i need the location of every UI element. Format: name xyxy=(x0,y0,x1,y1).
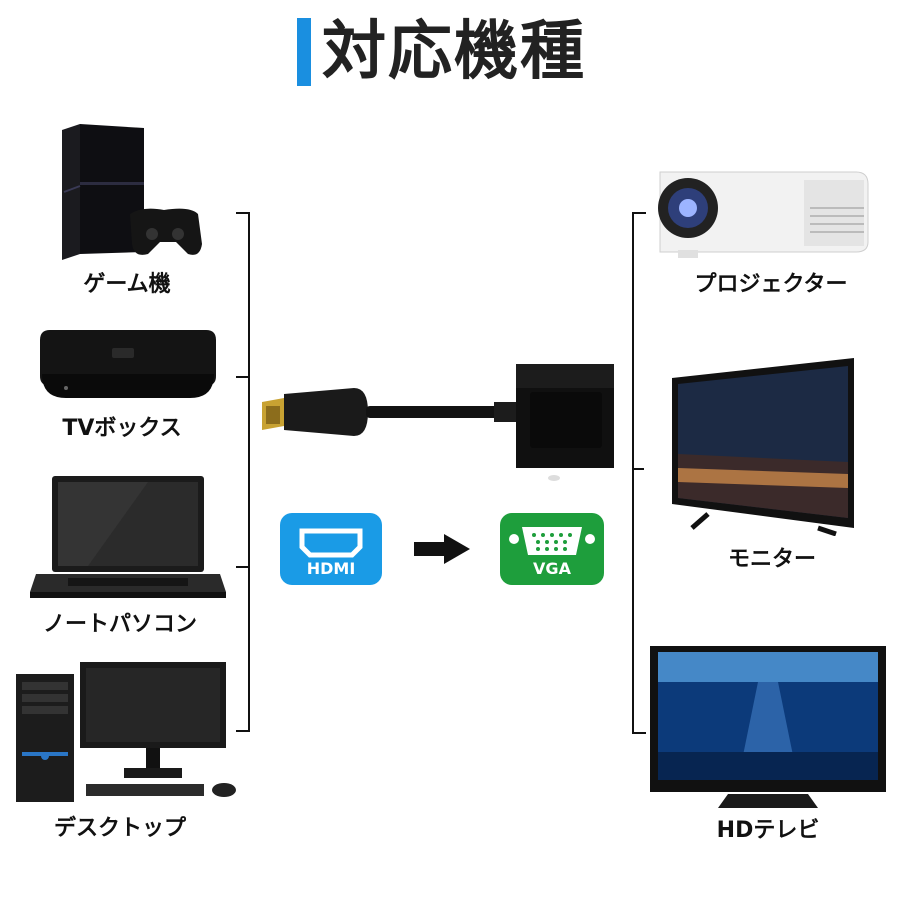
source-label-game-console: ゲーム機 xyxy=(83,272,171,297)
bracket-tick xyxy=(632,468,644,470)
bracket-tick xyxy=(236,566,248,568)
page-title: 対応機種 xyxy=(322,15,586,89)
hdmi-badge xyxy=(280,513,382,585)
desktop-pc-icon xyxy=(14,660,242,804)
hdmi-port-icon xyxy=(299,528,363,558)
title-accent-bar xyxy=(297,18,311,86)
source-bracket xyxy=(236,212,250,732)
projector-icon xyxy=(654,168,874,258)
game-console-icon xyxy=(52,122,202,262)
monitor-icon xyxy=(668,358,858,536)
output-label-monitor: モニター xyxy=(727,547,816,572)
hd-tv-icon xyxy=(648,644,888,812)
arrow-right-icon xyxy=(414,534,470,564)
vga-label: VGA xyxy=(533,559,571,578)
tv-box-icon xyxy=(36,326,220,406)
vga-badge xyxy=(500,513,604,585)
output-label-projector: プロジェクター xyxy=(694,272,848,297)
source-label-laptop: ノートパソコン xyxy=(42,612,197,637)
source-label-tv-box: TVボックス xyxy=(62,416,182,441)
laptop-icon xyxy=(28,474,228,602)
hdmi-to-vga-adapter xyxy=(254,352,624,484)
vga-port-icon xyxy=(522,527,582,555)
source-label-desktop: デスクトップ xyxy=(53,816,186,841)
output-bracket xyxy=(632,212,646,734)
bracket-tick xyxy=(236,376,248,378)
hdmi-label: HDMI xyxy=(306,559,356,578)
output-label-hd-tv: HDテレビ xyxy=(716,818,820,843)
